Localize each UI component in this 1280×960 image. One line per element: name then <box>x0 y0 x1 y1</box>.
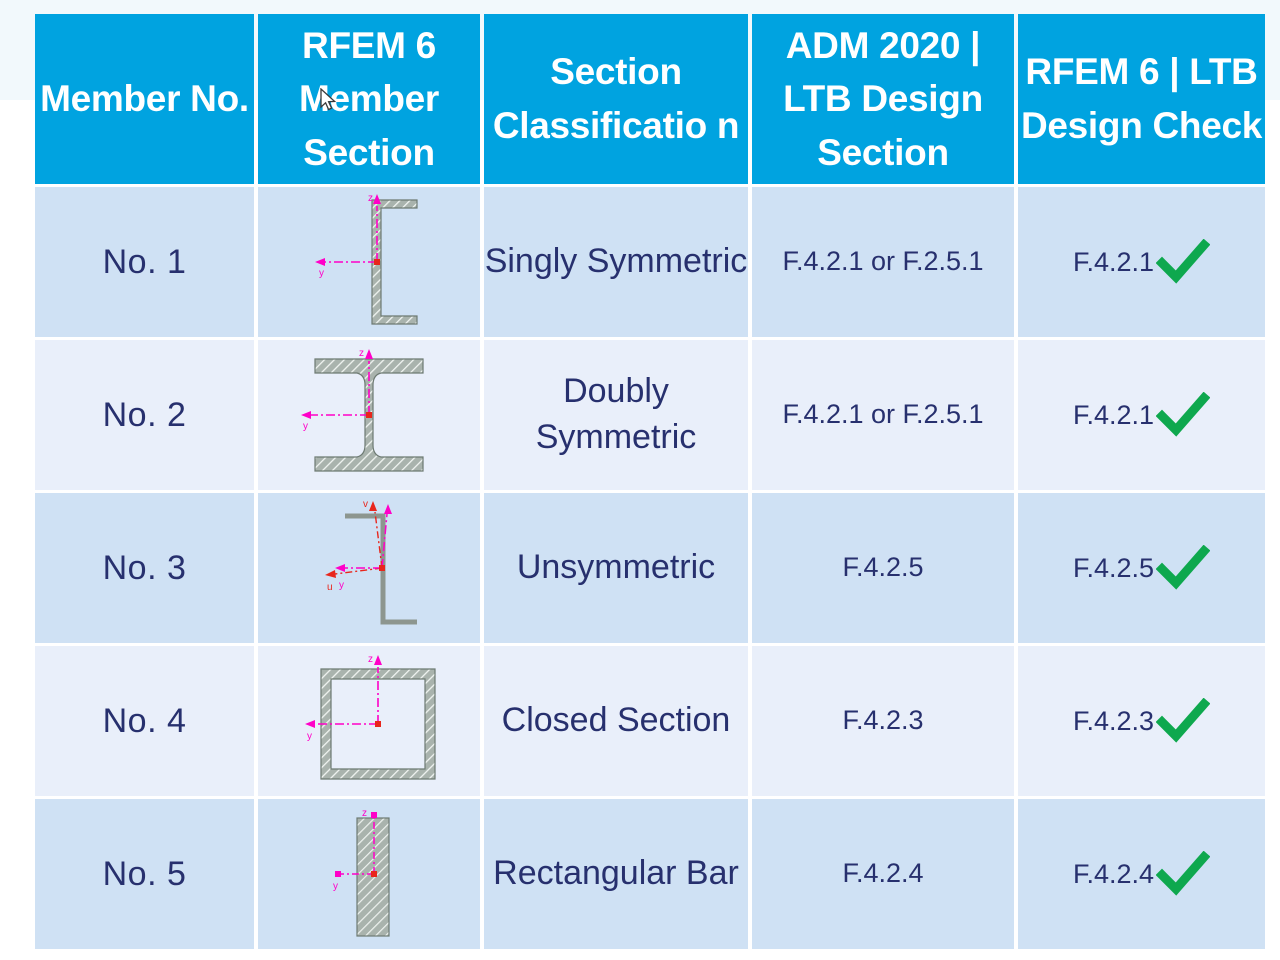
svg-text:y: y <box>339 580 344 591</box>
table-header-row: Member No. RFEM 6 Member Section Section… <box>35 14 1265 184</box>
square-hollow-section-icon: z y <box>258 646 480 796</box>
table-row: No. 5 <box>35 799 1265 949</box>
column-header-label: ADM 2020 | LTB Design Section <box>783 24 983 173</box>
column-header-rfem-member-section: RFEM 6 Member Section <box>258 14 480 184</box>
column-header-member-no: Member No. <box>35 14 254 184</box>
ltb-design-comparison-table: Member No. RFEM 6 Member Section Section… <box>31 11 1269 952</box>
cell-ltb-design-check: F.4.2.5 <box>1018 493 1265 643</box>
cell-member-no: No. 2 <box>35 340 254 490</box>
table-body: No. 1 <box>35 187 1265 949</box>
cell-member-no: No. 1 <box>35 187 254 337</box>
cell-section-drawing: z y <box>258 340 480 490</box>
cell-section-classification: Unsymmetric <box>484 493 748 643</box>
column-header-section-classification: Section Classificatio n <box>484 14 748 184</box>
table-row: No. 4 <box>35 646 1265 796</box>
svg-text:z: z <box>359 348 364 359</box>
svg-text:v: v <box>363 499 368 510</box>
cell-adm-section: F.4.2.1 or F.2.5.1 <box>752 340 1014 490</box>
cell-ltb-design-check: F.4.2.4 <box>1018 799 1265 949</box>
svg-text:z: z <box>368 193 373 204</box>
svg-text:u: u <box>327 582 333 593</box>
green-check-icon <box>1155 697 1211 744</box>
ltb-check-label: F.4.2.1 <box>1072 399 1155 430</box>
svg-text:y: y <box>303 421 308 432</box>
cell-member-no: No. 4 <box>35 646 254 796</box>
svg-text:z: z <box>362 808 367 819</box>
channel-section-icon: z y <box>258 187 480 337</box>
column-header-label: RFEM 6 Member Section <box>298 24 440 173</box>
cell-section-drawing: z y <box>258 799 480 949</box>
cell-section-drawing: v u y <box>258 493 480 643</box>
cell-member-no: No. 5 <box>35 799 254 949</box>
ltb-check-label: F.4.2.4 <box>1072 858 1155 889</box>
cell-section-drawing: z y <box>258 646 480 796</box>
i-beam-section-icon: z y <box>258 340 480 490</box>
column-header-adm-ltb-design-section: ADM 2020 | LTB Design Section <box>752 14 1014 184</box>
cell-section-drawing: z y <box>258 187 480 337</box>
cell-ltb-design-check: F.4.2.1 <box>1018 187 1265 337</box>
cell-section-classification: Doubly Symmetric <box>484 340 748 490</box>
ltb-check-label: F.4.2.1 <box>1072 246 1155 277</box>
solid-rectangular-bar-icon: z y <box>258 799 480 949</box>
cell-ltb-design-check: F.4.2.3 <box>1018 646 1265 796</box>
svg-text:y: y <box>307 731 312 742</box>
table-row: No. 3 v <box>35 493 1265 643</box>
z-section-icon: v u y <box>258 493 480 643</box>
svg-text:y: y <box>319 268 324 279</box>
ltb-check-label: F.4.2.5 <box>1072 552 1155 583</box>
svg-text:z: z <box>368 654 373 665</box>
cell-adm-section: F.4.2.3 <box>752 646 1014 796</box>
cell-ltb-design-check: F.4.2.1 <box>1018 340 1265 490</box>
green-check-icon <box>1155 238 1211 285</box>
green-check-icon <box>1155 850 1211 897</box>
cell-adm-section: F.4.2.1 or F.2.5.1 <box>752 187 1014 337</box>
svg-text:y: y <box>333 881 338 892</box>
cell-section-classification: Closed Section <box>484 646 748 796</box>
cell-member-no: No. 3 <box>35 493 254 643</box>
green-check-icon <box>1155 391 1211 438</box>
green-check-icon <box>1155 544 1211 591</box>
table-row: No. 1 <box>35 187 1265 337</box>
column-header-rfem-ltb-design-check: RFEM 6 | LTB Design Check <box>1018 14 1265 184</box>
ltb-check-label: F.4.2.3 <box>1072 705 1155 736</box>
table-row: No. 2 <box>35 340 1265 490</box>
cell-section-classification: Singly Symmetric <box>484 187 748 337</box>
column-header-label: RFEM 6 | LTB Design Check <box>1020 51 1263 146</box>
cell-adm-section: F.4.2.5 <box>752 493 1014 643</box>
column-header-label: Member No. <box>40 78 249 120</box>
cell-section-classification: Rectangular Bar <box>484 799 748 949</box>
table-header: Member No. RFEM 6 Member Section Section… <box>35 14 1265 184</box>
column-header-label: Section Classificatio n <box>492 51 740 146</box>
comparison-table-wrapper: Member No. RFEM 6 Member Section Section… <box>31 11 1265 949</box>
cell-adm-section: F.4.2.4 <box>752 799 1014 949</box>
